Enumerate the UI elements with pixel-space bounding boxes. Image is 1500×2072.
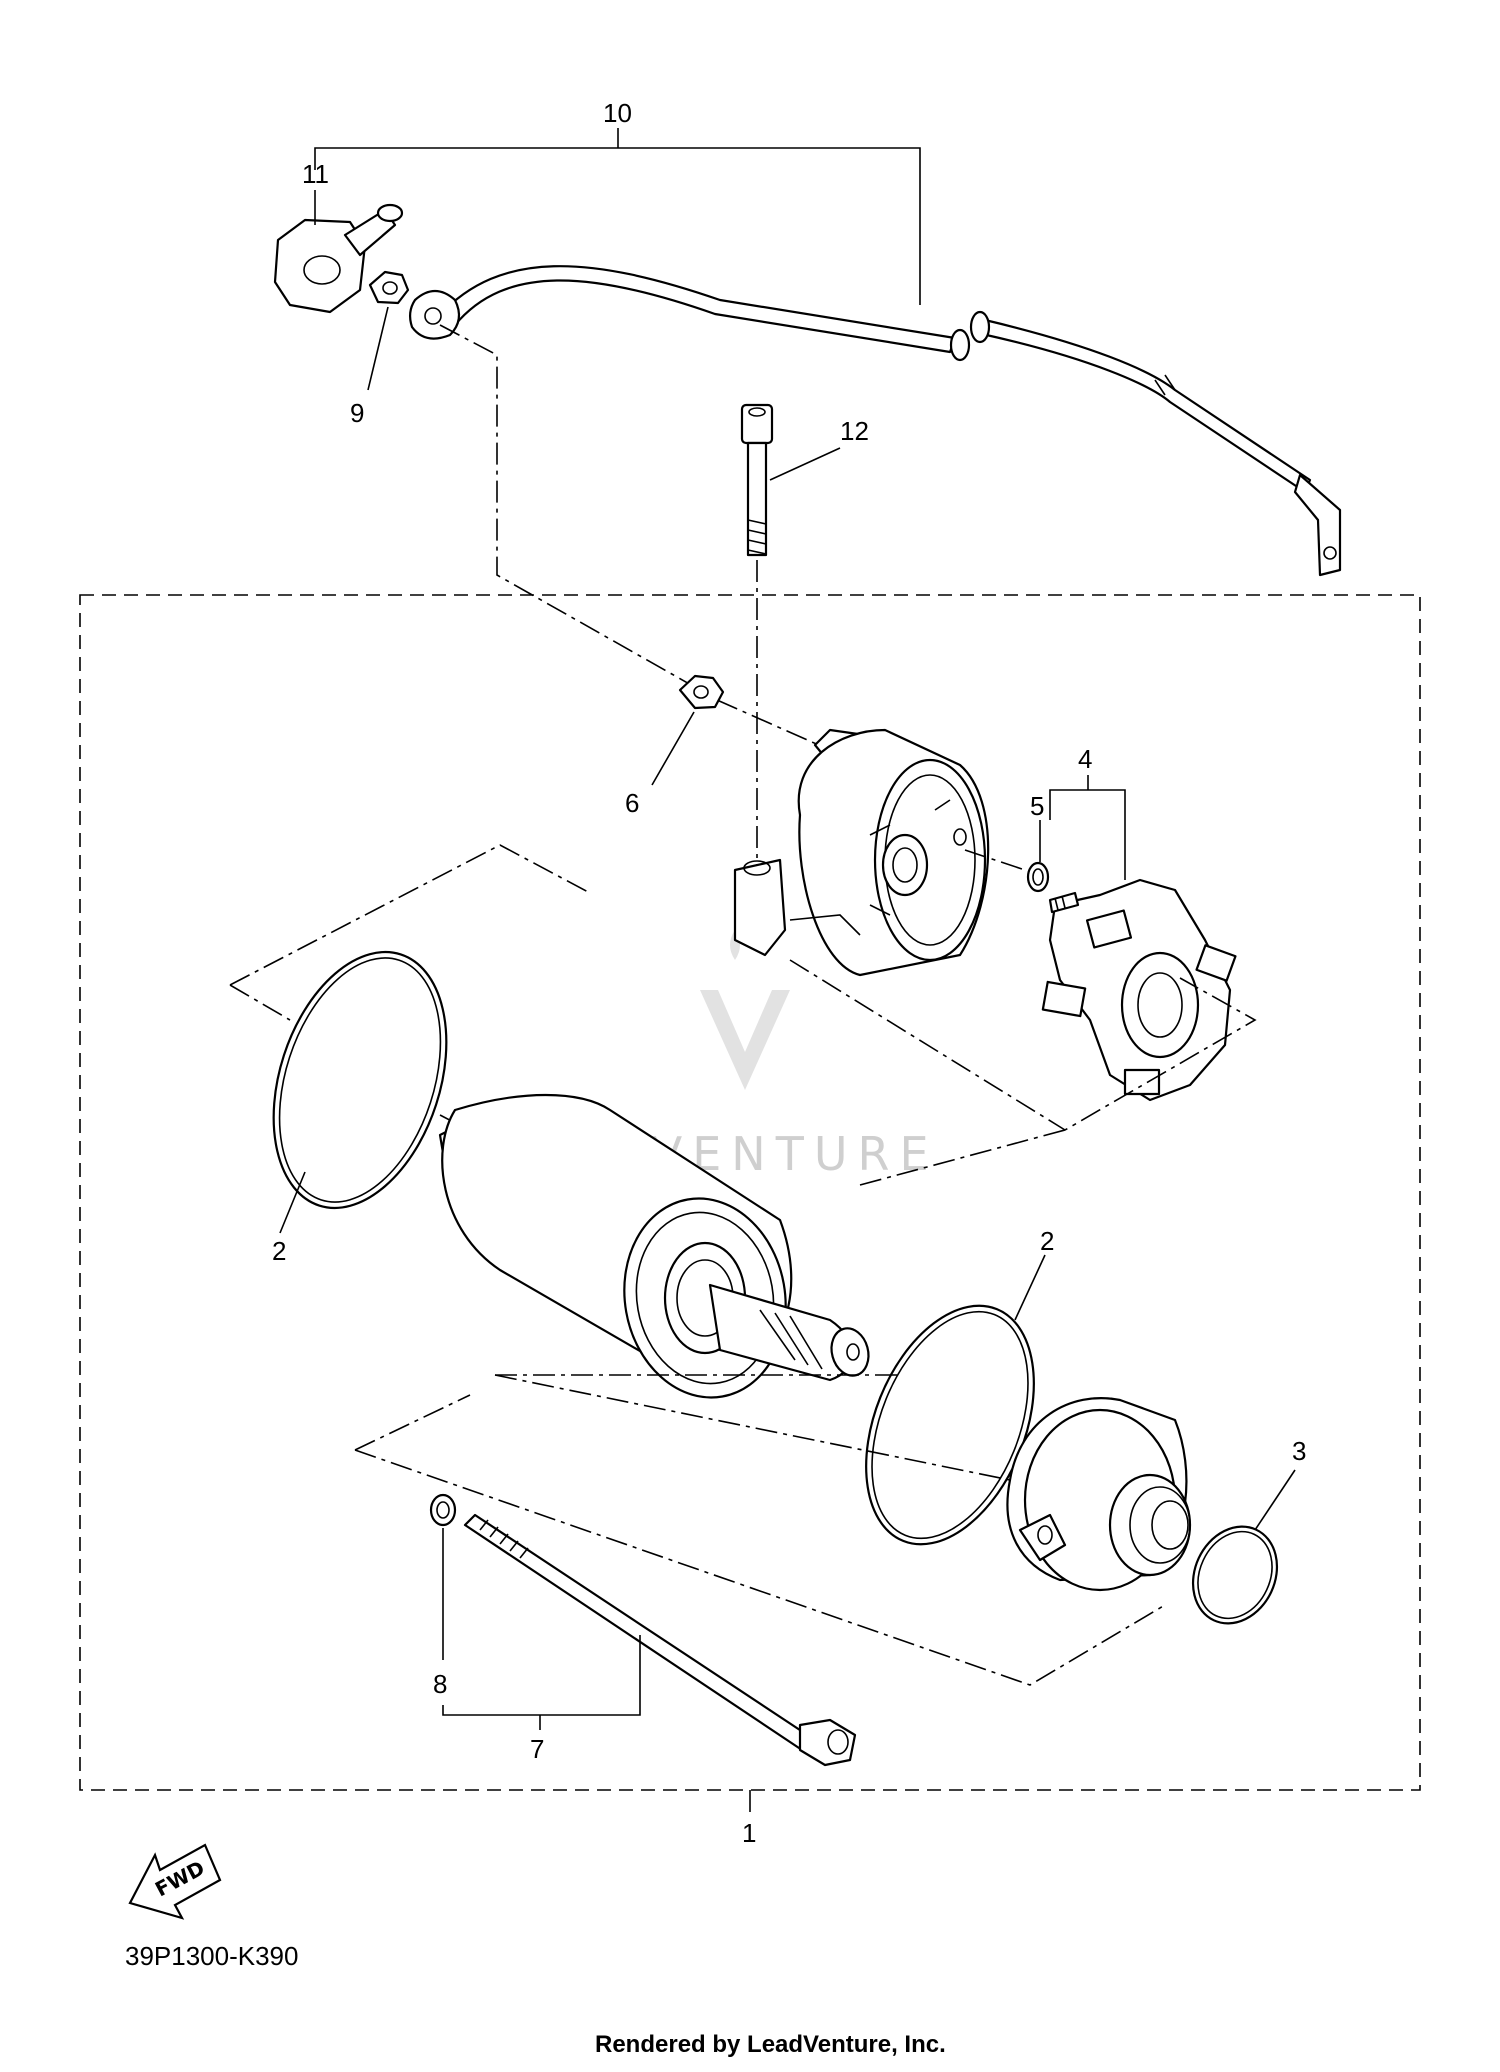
brush-holder-4	[1041, 775, 1237, 1102]
callout-2-left: 2	[272, 1236, 286, 1266]
watermark-logo-icon	[700, 930, 790, 1090]
callout-4: 4	[1078, 744, 1092, 774]
bracket-10	[314, 128, 921, 305]
armature-yoke	[438, 1093, 870, 1399]
callout-7: 7	[530, 1734, 544, 1764]
callout-1: 1	[742, 1818, 756, 1848]
callout-10: 10	[603, 98, 632, 128]
o-ring-2-right	[865, 1254, 1046, 1546]
o-ring-2-left	[272, 950, 448, 1234]
bolt-12	[740, 403, 841, 557]
starter-cable	[408, 265, 1342, 577]
callout-8: 8	[433, 1669, 447, 1699]
callout-12: 12	[840, 416, 869, 446]
front-cover	[1006, 1397, 1192, 1592]
washer-8	[429, 1493, 457, 1660]
callout-9: 9	[350, 398, 364, 428]
callout-5: 5	[1030, 791, 1044, 821]
through-bolt-7	[442, 1513, 857, 1767]
callout-6: 6	[625, 788, 639, 818]
nut-6	[651, 674, 725, 786]
fwd-arrow-icon: FWD	[128, 1843, 222, 1920]
callout-2-right: 2	[1040, 1226, 1054, 1256]
diagram-code: 39P1300-K390	[125, 1941, 298, 1971]
assembly-boundary	[79, 594, 1421, 1791]
terminal-cover-11	[273, 190, 404, 314]
rear-housing	[733, 728, 990, 977]
callout-3: 3	[1292, 1436, 1306, 1466]
callout-11: 11	[302, 159, 329, 189]
o-ring-3	[1191, 1469, 1296, 1625]
footer-credit: Rendered by LeadVenture, Inc.	[595, 2031, 946, 2058]
nut-9	[367, 270, 410, 391]
washer-5	[1026, 820, 1050, 893]
